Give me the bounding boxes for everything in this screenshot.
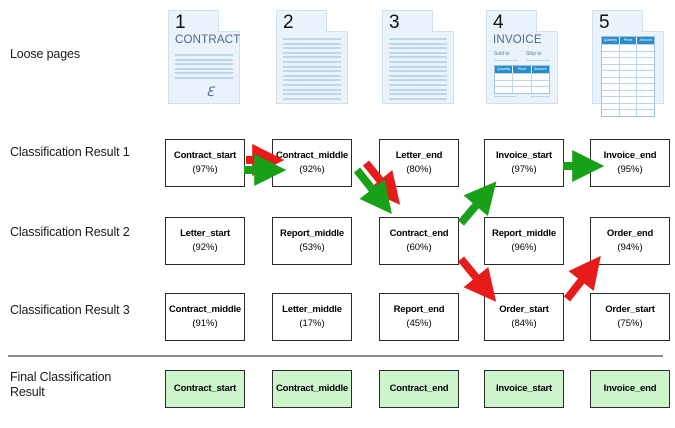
result2-confidence-col2: (53%) bbox=[299, 242, 325, 253]
result2-box-col2[interactable]: Report_middle (53%) bbox=[272, 217, 352, 265]
result3-label-col4: Order_start bbox=[499, 304, 549, 316]
final-label-col2: Contract_middle bbox=[276, 383, 348, 395]
result1-box-col4[interactable]: Invoice_start (97%) bbox=[484, 139, 564, 187]
page-4-th-price: Price bbox=[513, 66, 532, 73]
result3-label-col2: Letter_middle bbox=[282, 304, 342, 316]
page-5-fold-icon bbox=[642, 10, 664, 32]
final-box-col1[interactable]: Contract_start bbox=[165, 370, 245, 408]
result1-box-col5[interactable]: Invoice_end (95%) bbox=[590, 139, 670, 187]
result3-box-col5[interactable]: Order_start (75%) bbox=[590, 293, 670, 341]
result3-label-col5: Order_start bbox=[605, 304, 655, 316]
result1-confidence-col4: (97%) bbox=[511, 164, 537, 175]
page-2-text-lines-icon bbox=[283, 38, 341, 102]
section-divider bbox=[8, 355, 663, 357]
result3-label-col1: Contract_middle bbox=[169, 304, 241, 316]
final-label-col1: Contract_start bbox=[173, 383, 237, 395]
result1-box-col3[interactable]: Letter_end (80%) bbox=[379, 139, 459, 187]
row-label-final-classification: Final Classification Result bbox=[10, 370, 112, 399]
page-1-title: CONTRACT bbox=[175, 34, 241, 46]
result3-box-col3[interactable]: Report_end (45%) bbox=[379, 293, 459, 341]
result3-confidence-col4: (84%) bbox=[511, 318, 537, 329]
result2-confidence-col3: (60%) bbox=[406, 242, 432, 253]
result1-label-col5: Invoice_end bbox=[603, 150, 657, 162]
page-1-text-lines-icon bbox=[175, 54, 233, 82]
result1-box-col1[interactable]: Contract_start (97%) bbox=[165, 139, 245, 187]
result2-box-col1[interactable]: Letter_start (92%) bbox=[165, 217, 245, 265]
result3-box-col1[interactable]: Contract_middle (91%) bbox=[165, 293, 245, 341]
page-4-fold-icon bbox=[536, 10, 558, 32]
result2-box-col3[interactable]: Contract_end (60%) bbox=[379, 217, 459, 265]
row-label-classification-2: Classification Result 2 bbox=[10, 225, 130, 239]
result2-label-col5: Order_end bbox=[606, 228, 654, 240]
result2-label-col3: Contract_end bbox=[389, 228, 449, 240]
result3-confidence-col2: (17%) bbox=[299, 318, 325, 329]
result3-confidence-col3: (45%) bbox=[406, 318, 432, 329]
page-1-fold-icon bbox=[218, 10, 240, 32]
page-4-sold-to-label: Sold to bbox=[494, 51, 510, 57]
result1-confidence-col3: (80%) bbox=[406, 164, 432, 175]
page-2-fold-icon bbox=[326, 10, 348, 32]
final-box-col4[interactable]: Invoice_start bbox=[484, 370, 564, 408]
page-1-number: 1 bbox=[175, 12, 186, 33]
page-5-number: 5 bbox=[599, 12, 610, 33]
result1-label-col2: Contract_middle bbox=[276, 150, 348, 162]
result1-label-col3: Letter_end bbox=[395, 150, 443, 162]
result2-confidence-col5: (94%) bbox=[617, 242, 643, 253]
result2-label-col1: Letter_start bbox=[180, 228, 230, 240]
page-3-fold-icon bbox=[432, 10, 454, 32]
page-icon-5: 5 Quantity Price Amount bbox=[592, 10, 664, 117]
final-label-col5: Invoice_end bbox=[603, 383, 657, 395]
page-4-title: INVOICE bbox=[493, 34, 542, 46]
result2-confidence-col4: (96%) bbox=[511, 242, 537, 253]
row-label-classification-3: Classification Result 3 bbox=[10, 303, 130, 317]
page-4-ship-to-label: Ship to bbox=[526, 51, 542, 57]
page-icon-2: 2 bbox=[276, 10, 348, 104]
result1-confidence-col2: (92%) bbox=[299, 164, 325, 175]
page-4-table-icon: Quantity Price Amount bbox=[494, 65, 550, 94]
page-5-table-icon: Quantity Price Amount bbox=[601, 36, 655, 117]
result2-label-col4: Report_middle bbox=[492, 228, 556, 240]
result3-confidence-col5: (75%) bbox=[617, 318, 643, 329]
page-4-th-quantity: Quantity bbox=[495, 66, 514, 73]
final-box-col3[interactable]: Contract_end bbox=[379, 370, 459, 408]
page-5-th-price: Price bbox=[620, 37, 638, 44]
row-label-loose-pages: Loose pages bbox=[10, 47, 80, 61]
page-icon-1: 1 CONTRACT ℇ bbox=[168, 10, 240, 104]
result1-confidence-col1: (97%) bbox=[192, 164, 218, 175]
page-4-th-amount: Amount bbox=[534, 67, 547, 71]
page-icon-4: 4 INVOICE Sold to Ship to Quantity Price… bbox=[486, 10, 558, 104]
page-2-number: 2 bbox=[283, 12, 294, 33]
final-box-col2[interactable]: Contract_middle bbox=[272, 370, 352, 408]
arrow-red-col4-col5 bbox=[563, 255, 601, 302]
result3-box-col4[interactable]: Order_start (84%) bbox=[484, 293, 564, 341]
result2-confidence-col1: (92%) bbox=[192, 242, 218, 253]
result1-label-col1: Contract_start bbox=[173, 150, 237, 162]
page-1-signature-icon: ℇ bbox=[206, 84, 214, 99]
result2-label-col2: Report_middle bbox=[280, 228, 344, 240]
result1-box-col2[interactable]: Contract_middle (92%) bbox=[272, 139, 352, 187]
final-label-col3: Contract_end bbox=[389, 383, 449, 395]
arrow-red-col3-col4 bbox=[457, 256, 497, 302]
page-3-text-lines-icon bbox=[389, 38, 447, 102]
result1-confidence-col5: (95%) bbox=[617, 164, 643, 175]
final-label-col4: Invoice_start bbox=[495, 383, 552, 395]
result3-confidence-col1: (91%) bbox=[192, 318, 218, 329]
result2-box-col5[interactable]: Order_end (94%) bbox=[590, 217, 670, 265]
page-3-number: 3 bbox=[389, 12, 400, 33]
result1-label-col4: Invoice_start bbox=[495, 150, 552, 162]
page-icon-3: 3 bbox=[382, 10, 454, 104]
result3-label-col3: Report_end bbox=[393, 304, 445, 316]
result3-box-col2[interactable]: Letter_middle (17%) bbox=[272, 293, 352, 341]
page-5-th-amount: Amount bbox=[639, 38, 652, 42]
result2-box-col4[interactable]: Report_middle (96%) bbox=[484, 217, 564, 265]
page-4-number: 4 bbox=[493, 12, 504, 33]
page-5-th-quantity: Quantity bbox=[602, 37, 620, 44]
row-label-classification-1: Classification Result 1 bbox=[10, 145, 130, 159]
arrow-green-col2-col3 bbox=[353, 167, 392, 215]
final-box-col5[interactable]: Invoice_end bbox=[590, 370, 670, 408]
arrow-green-col3-col4 bbox=[457, 181, 497, 226]
